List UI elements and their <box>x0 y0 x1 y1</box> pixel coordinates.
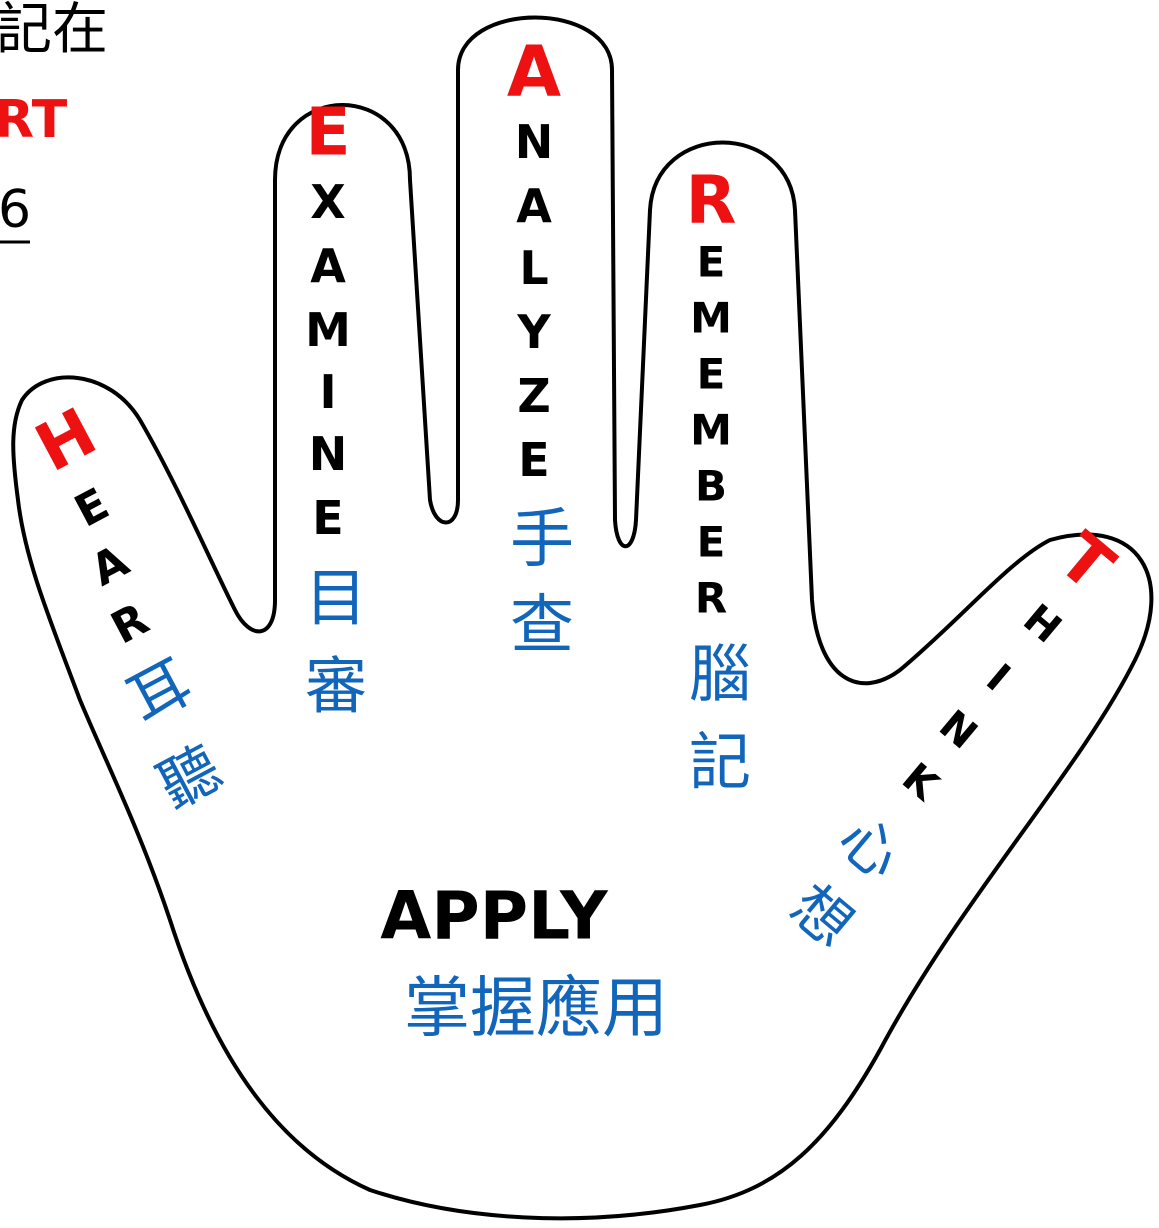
examine-letter: M <box>305 303 351 357</box>
remember-initial: R <box>686 162 737 239</box>
finger-remember: R E M E M B E R 腦 記 <box>686 162 751 799</box>
examine-letter: X <box>310 175 345 229</box>
examine-chinese-2: 審 <box>305 650 367 723</box>
corner-text-line3: 6 <box>0 180 31 240</box>
remember-letter: M <box>690 294 732 343</box>
examine-letter: I <box>319 365 336 419</box>
hand-outline <box>11 15 1154 1221</box>
analyze-chinese-2: 查 <box>510 589 574 663</box>
analyze-initial: A <box>507 31 561 113</box>
remember-letter: E <box>697 350 726 399</box>
palm: APPLY 掌握應用 <box>380 878 668 1047</box>
remember-letter: E <box>697 518 726 567</box>
analyze-letter: Y <box>516 305 551 359</box>
remember-chinese-2: 記 <box>689 726 751 799</box>
palm-title: APPLY <box>380 878 609 955</box>
examine-chinese-1: 目 <box>305 562 367 635</box>
analyze-letter: L <box>519 241 548 295</box>
finger-analyze: A N A L Y Z E 手 查 <box>507 31 574 663</box>
analyze-letter: Z <box>517 369 550 423</box>
examine-initial: E <box>305 94 350 171</box>
analyze-letter: N <box>515 115 554 169</box>
analyze-letter: E <box>518 433 549 487</box>
analyze-letter: A <box>516 179 552 233</box>
examine-letter: N <box>309 427 348 481</box>
examine-letter: A <box>310 239 346 293</box>
finger-examine: E X A M I N E 目 審 <box>305 94 367 723</box>
remember-letter: R <box>695 574 727 623</box>
remember-chinese-1: 腦 <box>689 638 751 711</box>
palm-chinese: 掌握應用 <box>404 970 668 1047</box>
analyze-chinese-1: 手 <box>510 503 574 577</box>
remember-letter: B <box>695 462 727 511</box>
remember-letter: M <box>690 406 732 455</box>
corner-text-line1: 記在 <box>0 0 108 63</box>
examine-letter: E <box>312 491 343 545</box>
remember-letter: E <box>697 238 726 287</box>
corner-text-line2: RT <box>0 90 68 150</box>
